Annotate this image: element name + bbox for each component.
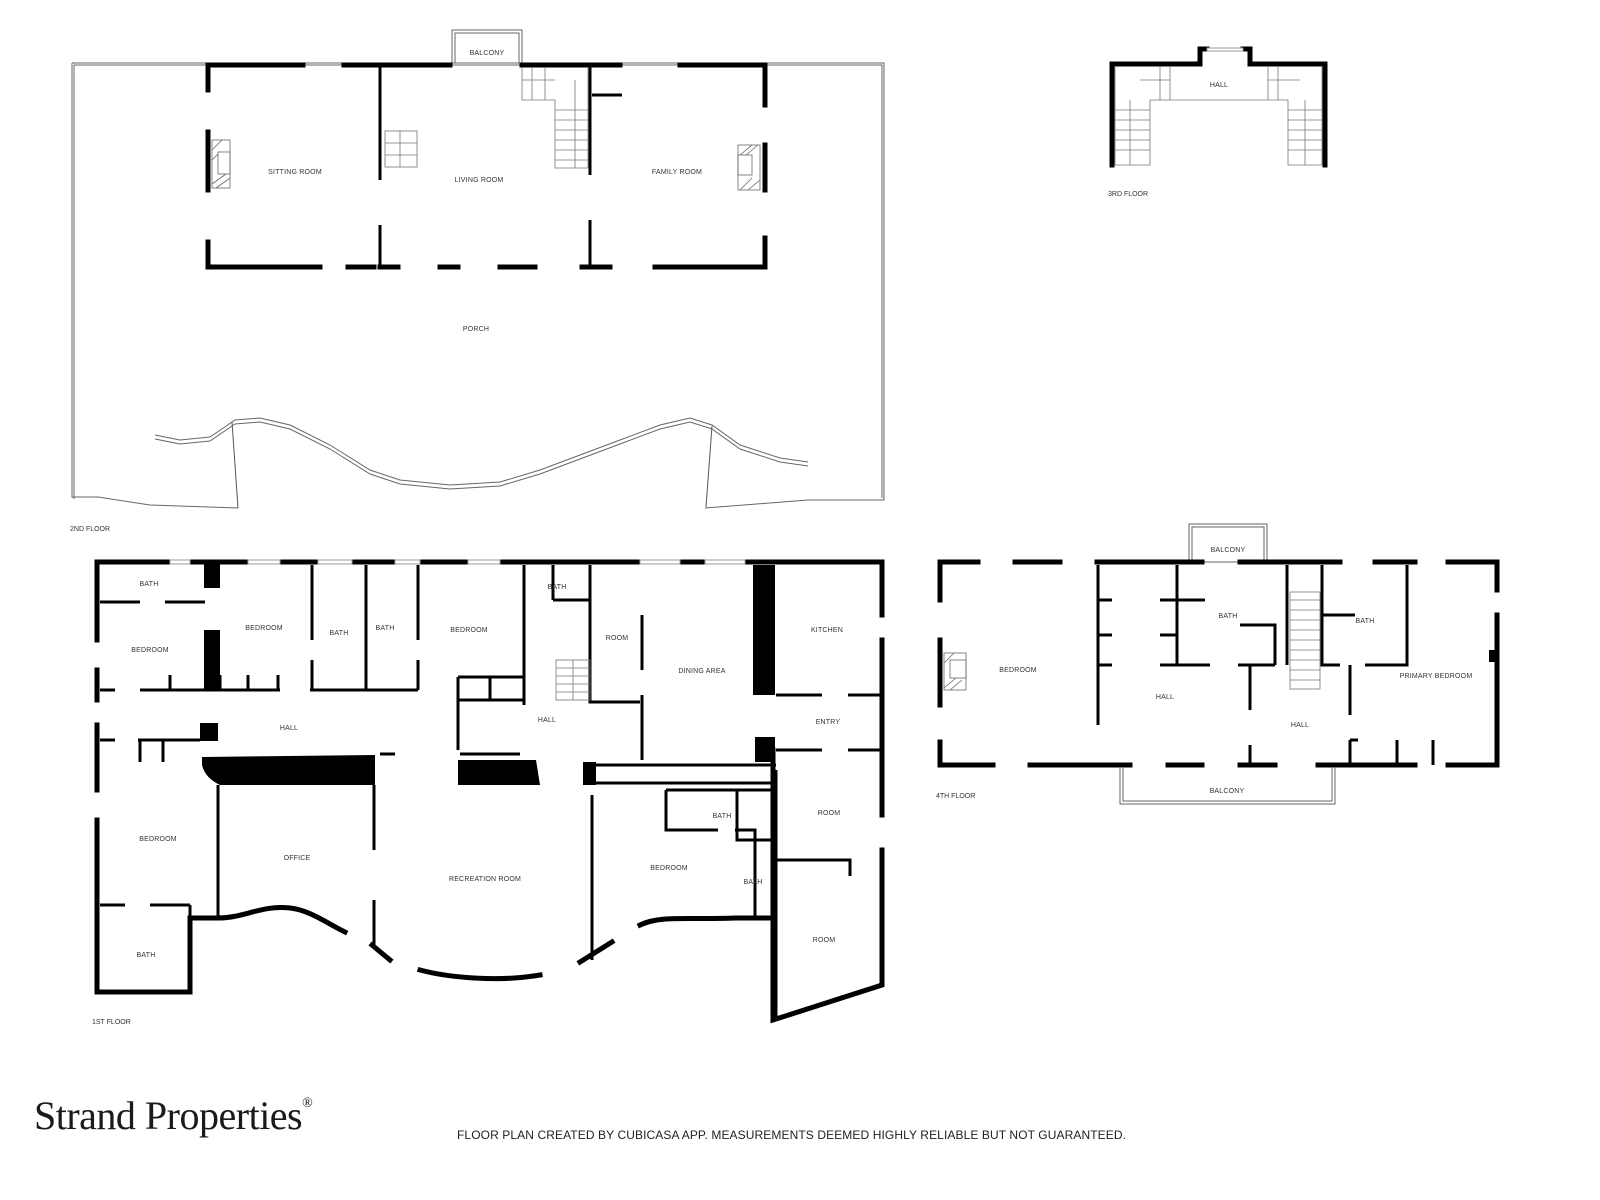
room-label-hall-w: HALL — [280, 725, 298, 732]
room-label-bath-sw: BATH — [137, 952, 156, 959]
room-label-bath-6: BATH — [744, 879, 763, 886]
floor-label-3rd: 3RD FLOOR — [1108, 191, 1148, 198]
brand-logo: Strand Properties® — [34, 1092, 313, 1139]
footer-disclaimer: FLOOR PLAN CREATED BY CUBICASA APP. MEAS… — [457, 1128, 1127, 1142]
room-label-hall: HALL — [1210, 82, 1228, 89]
registered-mark: ® — [302, 1096, 313, 1111]
room-label-sitting-room: SITTING ROOM — [268, 169, 322, 176]
first-floor-plan: BATH BEDROOM BEDROOM BATH BATH BEDROOM B… — [92, 559, 885, 1026]
room-label-bath-4: BATH — [548, 584, 567, 591]
room-label-bath-nw: BATH — [140, 581, 159, 588]
room-label-bath-1: BATH — [1219, 613, 1238, 620]
floor-label-4th: 4TH FLOOR — [936, 793, 975, 800]
room-label-primary-bedroom: PRIMARY BEDROOM — [1400, 673, 1473, 680]
room-label-balcony-s: BALCONY — [1210, 788, 1245, 795]
room-label-bedroom: BEDROOM — [999, 667, 1037, 674]
room-label-bedroom-2: BEDROOM — [245, 625, 283, 632]
floor-label-2nd: 2ND FLOOR — [70, 526, 110, 533]
room-label-family-room: FAMILY ROOM — [652, 169, 702, 176]
room-label-room-1: ROOM — [606, 635, 629, 642]
room-label-bath-2: BATH — [330, 630, 349, 637]
room-label-bedroom-3: BEDROOM — [450, 627, 488, 634]
fourth-floor-plan: BALCONY — [936, 523, 1500, 805]
room-label-room-2: ROOM — [818, 810, 841, 817]
room-label-balcony-n: BALCONY — [1211, 547, 1246, 554]
room-label-recreation-room: RECREATION ROOM — [449, 876, 521, 883]
room-label-hall-c: HALL — [538, 717, 556, 724]
room-label-living-room: LIVING ROOM — [455, 177, 504, 184]
room-label-office: OFFICE — [284, 855, 311, 862]
room-label-dining-area: DINING AREA — [678, 668, 725, 675]
room-label-hall-2: HALL — [1291, 722, 1309, 729]
room-label-bedroom-s: BEDROOM — [650, 865, 688, 872]
room-label-hall-1: HALL — [1156, 694, 1174, 701]
room-label-bath-2: BATH — [1356, 618, 1375, 625]
room-label-entry: ENTRY — [816, 719, 841, 726]
room-label-kitchen: KITCHEN — [811, 627, 843, 634]
room-label-bath-5: BATH — [713, 813, 732, 820]
room-label-room-3: ROOM — [813, 937, 836, 944]
room-label-balcony: BALCONY — [470, 50, 505, 57]
floor-label-1st: 1ST FLOOR — [92, 1019, 131, 1026]
brand-name: Strand Properties — [34, 1093, 303, 1138]
room-label-porch: PORCH — [463, 326, 489, 333]
room-label-bedroom-w: BEDROOM — [131, 647, 169, 654]
second-floor-plan: BALCONY — [70, 29, 885, 533]
third-floor-plan: HALL 3RD FLOOR — [1108, 46, 1328, 198]
room-label-bedroom-sw: BEDROOM — [139, 836, 177, 843]
room-label-bath-3: BATH — [376, 625, 395, 632]
